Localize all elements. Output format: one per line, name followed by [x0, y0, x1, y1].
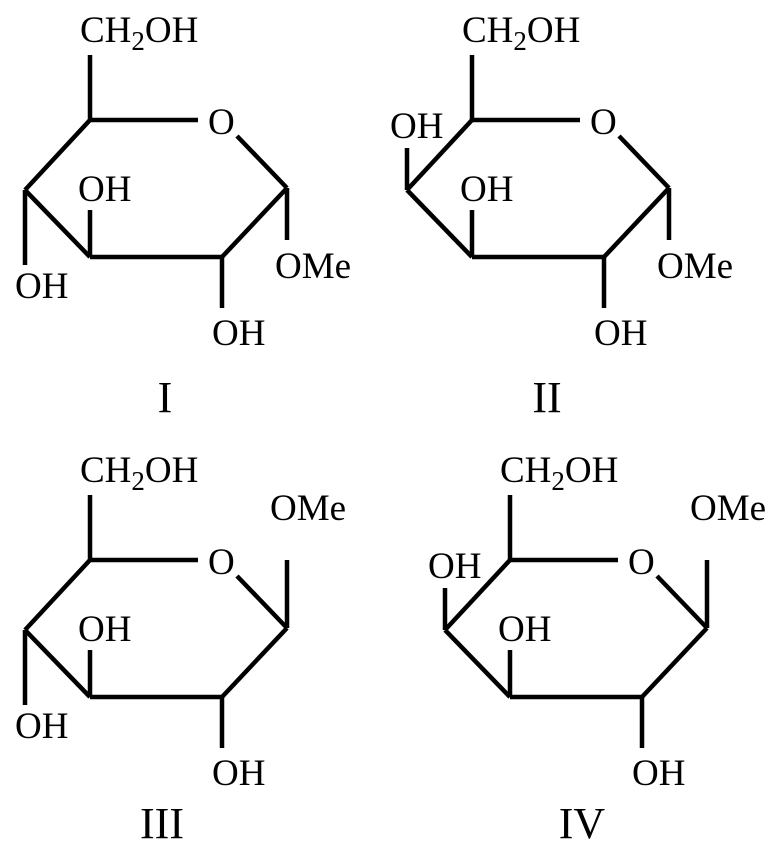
c4-substituent: OH	[428, 546, 481, 587]
ring-oxygen: O	[590, 102, 617, 143]
bond-c3-c4	[405, 188, 474, 259]
c3-substituent: OH	[78, 169, 131, 210]
c4-substituent: OH	[390, 106, 443, 147]
bond-c1-c2	[602, 186, 671, 259]
bond-c1-c2	[640, 626, 709, 699]
c1-substituent: OMe	[275, 246, 351, 287]
bond-o-c1	[235, 134, 289, 190]
bond-o-c1	[235, 574, 289, 630]
bond-c3-c4	[23, 188, 92, 259]
structure-label: III	[140, 799, 184, 847]
bond-c4-c5	[23, 558, 92, 632]
structure-III: CH2OH O OMe OH OH OH III	[15, 450, 346, 847]
c4-substituent: OH	[15, 266, 68, 307]
ch2oh-label: CH2OH	[80, 10, 198, 56]
bond-o-c1	[655, 574, 709, 630]
ring-oxygen: O	[208, 102, 235, 143]
bond-c4-c5	[443, 558, 512, 632]
c2-substituent: OH	[212, 313, 265, 354]
c2-substituent: OH	[212, 753, 265, 794]
c3-substituent: OH	[78, 609, 131, 650]
bond-c3-c4	[443, 628, 512, 699]
structure-IV: CH2OH O OMe OH OH OH IV	[428, 450, 766, 847]
bond-c4-c5	[23, 118, 92, 192]
ring-oxygen: O	[208, 542, 235, 583]
c1-substituent: OMe	[270, 488, 346, 529]
bond-c1-c2	[220, 186, 289, 259]
structure-II: CH2OH O OMe OH OH OH II	[390, 10, 733, 422]
ch2oh-label: CH2OH	[500, 450, 618, 496]
ch2oh-label: CH2OH	[462, 10, 580, 56]
c1-substituent: OMe	[690, 488, 766, 529]
structure-label: II	[532, 373, 561, 422]
structure-I: CH2OH O OMe OH OH OH I	[15, 10, 351, 422]
c3-substituent: OH	[460, 169, 513, 210]
structure-label: IV	[559, 799, 606, 847]
c2-substituent: OH	[594, 313, 647, 354]
c1-substituent: OMe	[657, 246, 733, 287]
bond-c3-c4	[23, 628, 92, 699]
c2-substituent: OH	[632, 753, 685, 794]
structure-label: I	[158, 373, 173, 422]
ch2oh-label: CH2OH	[80, 450, 198, 496]
bond-c1-c2	[220, 626, 289, 699]
c3-substituent: OH	[498, 609, 551, 650]
c4-substituent: OH	[15, 706, 68, 747]
bond-o-c1	[617, 134, 671, 190]
bond-c4-c5	[405, 118, 474, 192]
ring-oxygen: O	[628, 542, 655, 583]
